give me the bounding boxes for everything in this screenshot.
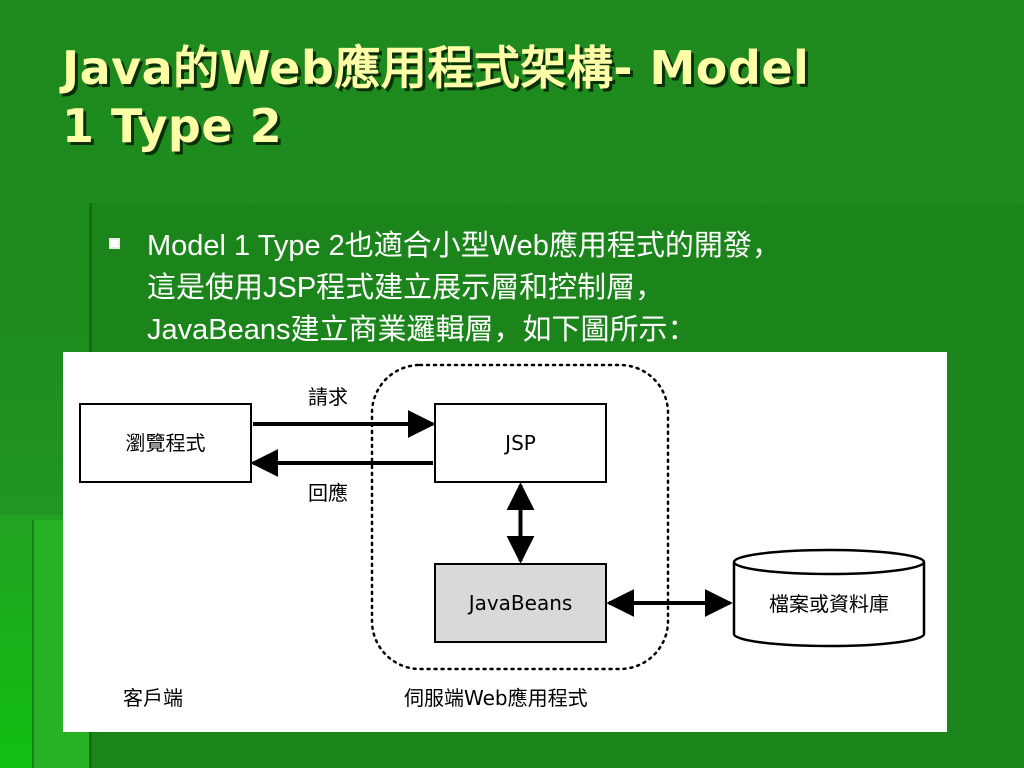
javabeans-label: JavaBeans [467,591,573,615]
bullet-line-3: JavaBeans建立商業邏輯層，如下圖所示： [147,314,697,346]
jsp-node: JSP [434,403,607,483]
client-label: 客戶端 [123,686,183,710]
javabeans-node: JavaBeans [434,563,607,643]
browser-node: 瀏覽程式 [79,403,252,483]
database-node: 檔案或資料庫 [732,548,926,648]
title-line-2: 1 Type 2 [62,98,283,153]
bullet-line-1: Model 1 Type 2也適合小型Web應用程式的開發， [147,230,781,262]
jsp-label: JSP [503,431,536,455]
database-label: 檔案或資料庫 [769,592,889,616]
diagram-svg: 瀏覽程式 JSP JavaBeans 請求 回應 檔案或資料庫 客戶端 [79,363,926,710]
bullet-item: Model 1 Type 2也適合小型Web應用程式的開發， 這是使用JSP程式… [105,225,1015,351]
architecture-diagram: 瀏覽程式 JSP JavaBeans 請求 回應 檔案或資料庫 客戶端 [63,352,947,732]
server-label: 伺服端Web應用程式 [404,686,588,710]
bullet-line-2: 這是使用JSP程式建立展示層和控制層， [147,272,665,304]
title-line-1: Java的Web應用程式架構- Model [62,41,810,95]
browser-label: 瀏覽程式 [126,431,206,455]
response-label: 回應 [308,481,348,505]
square-bullet-icon [109,238,120,249]
slide-title: Java的Web應用程式架構- Model 1 Type 2 [62,40,1002,155]
server-boundary [370,363,670,671]
bullet-list: Model 1 Type 2也適合小型Web應用程式的開發， 這是使用JSP程式… [105,225,1015,351]
request-label: 請求 [308,385,348,409]
